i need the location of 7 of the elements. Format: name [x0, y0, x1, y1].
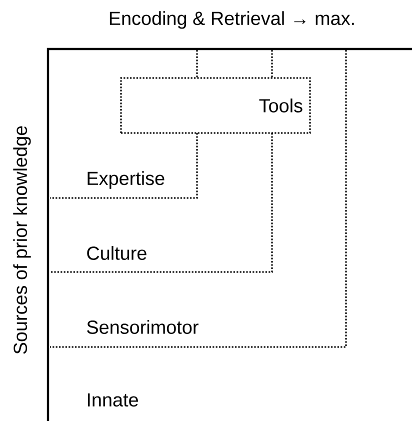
title: Encoding & Retrieval → max.: [110, 11, 354, 29]
region-label: Sensorimotor: [87, 320, 198, 334]
region-label: Expertise: [88, 171, 164, 189]
axis-label: Sources of prior knowledge: [13, 126, 31, 354]
region-label: Culture: [87, 246, 146, 260]
region-label: Innate: [88, 393, 138, 407]
dotted-box: Tools: [120, 77, 311, 134]
